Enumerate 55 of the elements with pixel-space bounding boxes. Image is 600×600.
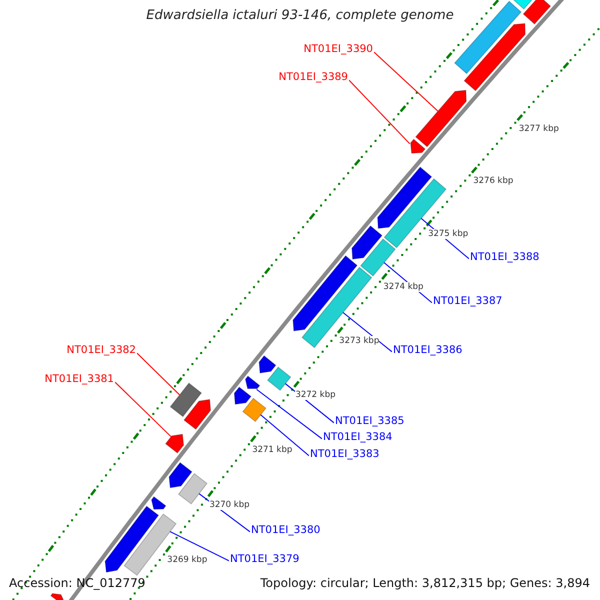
- scale-label: 3274 kbp: [383, 282, 424, 292]
- gene-block: [234, 386, 252, 405]
- leader-line: [348, 80, 410, 144]
- gene-label: NT01EI_3389: [278, 71, 349, 84]
- leader-line: [342, 312, 392, 352]
- gene-label: NT01EI_3381: [44, 373, 115, 386]
- accession-text: Accession: NC_012779: [8, 577, 146, 590]
- gene-block: [464, 23, 526, 92]
- genome-info-text: Topology: circular; Length: 3,812,315 bp; Genes: 3,894: [259, 577, 591, 590]
- gene-bar: [170, 382, 202, 418]
- gene-block: [104, 506, 160, 573]
- scale-label: 3277 kbp: [518, 124, 559, 134]
- gene-bar: [522, 0, 552, 25]
- gene-label: NT01EI_3387: [432, 295, 504, 308]
- scale-label: 3271 kbp: [252, 444, 292, 455]
- gene-bar: [242, 398, 266, 422]
- leader-line: [170, 531, 230, 562]
- gene-label: NT01EI_3379: [229, 553, 300, 566]
- gene-block: [410, 138, 426, 154]
- gene-block: [183, 399, 212, 430]
- gene-bar: [360, 238, 396, 277]
- gene-label: NT01EI_3388: [469, 251, 540, 264]
- gene-label: NT01EI_3384: [322, 431, 394, 444]
- gene-label: NT01EI_3386: [392, 344, 464, 357]
- gene-label: NT01EI_3385: [334, 415, 406, 428]
- gene-block: [244, 376, 260, 389]
- gene-label: NT01EI_3383: [309, 448, 380, 461]
- gene-block: [377, 166, 432, 229]
- scale-label: 3272 kbp: [295, 390, 336, 400]
- gene-block: [168, 462, 192, 488]
- leader-line: [114, 382, 172, 438]
- leader-line: [260, 414, 310, 456]
- gene-block: [292, 255, 358, 332]
- leader-line: [136, 352, 180, 396]
- gene-label: NT01EI_3390: [302, 43, 374, 56]
- diagram-title: Edwardsiella ictaluri 93-146, complete genome: [146, 8, 454, 23]
- gene-bar: [454, 0, 522, 74]
- scale-label: 3269 kbp: [167, 554, 208, 565]
- leader-line: [256, 388, 322, 440]
- gene-bar: [384, 178, 447, 248]
- gene-block: [165, 434, 184, 454]
- gene-block: [415, 90, 467, 148]
- gene-bar: [178, 473, 208, 504]
- gene-label: NT01EI_3380: [250, 524, 322, 537]
- scale-label: 3276 kbp: [473, 176, 514, 186]
- leader-line: [374, 52, 438, 112]
- scale-label: 3275 kbp: [428, 229, 468, 240]
- gene-block: [352, 225, 383, 260]
- scale-label: 3273 kbp: [339, 336, 380, 346]
- scale-label: 3270 kbp: [209, 500, 250, 510]
- gene-bar: [267, 366, 292, 391]
- gene-label: NT01EI_3382: [66, 344, 137, 357]
- gene-block: [151, 496, 166, 510]
- gene-block: [258, 355, 276, 374]
- gene-block: [50, 593, 65, 600]
